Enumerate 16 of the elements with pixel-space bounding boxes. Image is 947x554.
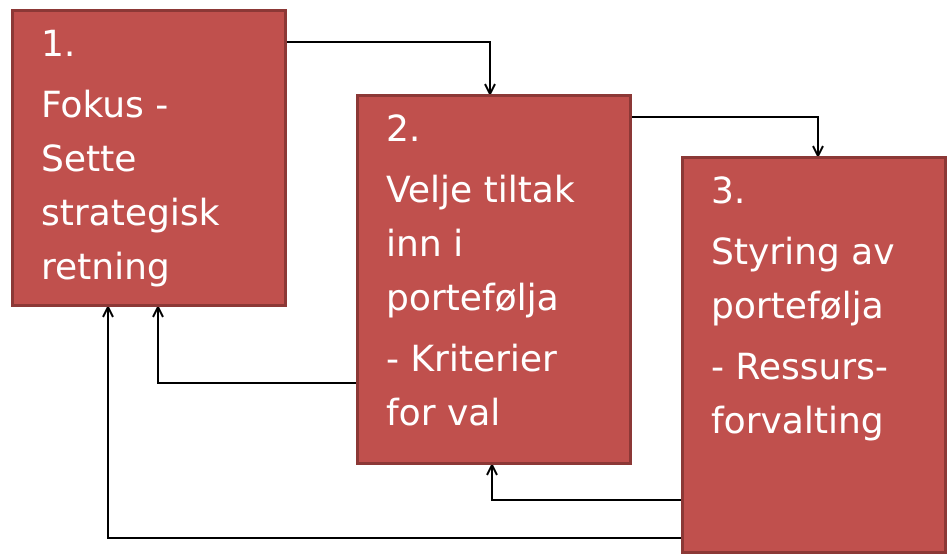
process-box [11, 9, 287, 307]
process-box [356, 94, 632, 465]
process-box [681, 156, 947, 554]
arrow [287, 41, 496, 95]
arrow [152, 306, 356, 384]
arrow [632, 116, 824, 157]
box-text: Styring av portefølja [711, 231, 896, 329]
arrow [486, 464, 681, 501]
step-number: 2. [386, 108, 422, 152]
step-number: 3. [711, 170, 746, 214]
box-text: - Kriterier for val [386, 338, 558, 436]
box-text: Velje tiltak inn i portefølja [386, 169, 576, 321]
step-number: 1. [41, 23, 76, 67]
box-text: Fokus - Sette strategisk retning [41, 84, 220, 290]
arrow [102, 306, 681, 539]
box-text: - Ressurs-forvalting [711, 346, 889, 444]
